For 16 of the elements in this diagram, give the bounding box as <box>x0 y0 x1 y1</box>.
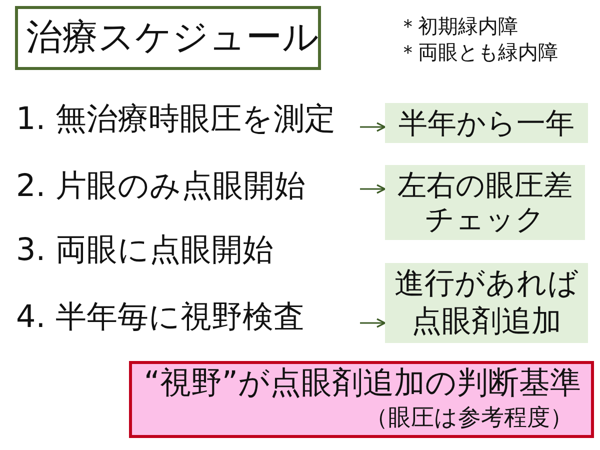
result-box: 左右の眼圧差チェック <box>385 165 585 240</box>
arrow <box>360 122 386 132</box>
step-text: 2. 片眼のみ点眼開始 <box>16 168 306 204</box>
step-text: 4. 半年毎に視野検査 <box>16 299 304 335</box>
callout-box <box>129 361 594 438</box>
arrow <box>360 184 386 194</box>
title-box: 治療スケジュール <box>15 6 321 70</box>
arrow <box>360 318 386 328</box>
result-box: 半年から一年 <box>385 103 588 143</box>
callout-subtext: （眼圧は参考程度） <box>365 404 573 432</box>
note-text: ＊両眼とも緑内障 <box>398 41 558 63</box>
note-text: ＊初期緑内障 <box>398 15 518 37</box>
step-text: 1. 無治療時眼圧を測定 <box>16 101 336 137</box>
step-text: 3. 両眼に点眼開始 <box>16 232 274 268</box>
callout-text: “視野”が点眼剤追加の判断基準 <box>144 365 581 401</box>
result-box: 進行があれば点眼剤追加 <box>385 263 588 343</box>
